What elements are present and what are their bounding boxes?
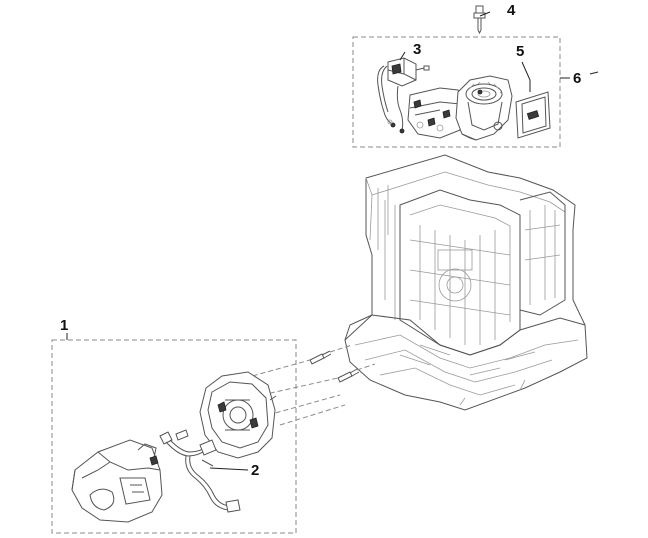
part-5-plate	[515, 91, 551, 139]
part-2-wiring-harness	[159, 429, 241, 513]
part-1-mount-plate	[199, 371, 277, 459]
callout-1: 1	[60, 317, 69, 334]
group-box-6	[352, 36, 561, 148]
callout-4: 4	[507, 2, 516, 19]
callout-6: 6	[573, 70, 582, 87]
group-box-1	[51, 339, 297, 534]
leader-lines	[66, 11, 599, 471]
machine-chassis	[344, 154, 588, 411]
part-3-motor-assembly	[377, 57, 430, 134]
part-4-pin	[473, 5, 486, 35]
callout-2: 2	[251, 462, 260, 479]
callout-5: 5	[516, 43, 525, 60]
screw-lower	[337, 368, 360, 383]
screw-upper	[309, 350, 332, 365]
part-1-housing	[71, 439, 163, 523]
callout-3: 3	[413, 41, 422, 58]
mounting-screws	[244, 344, 376, 426]
part-6-gear-unit	[407, 75, 513, 141]
